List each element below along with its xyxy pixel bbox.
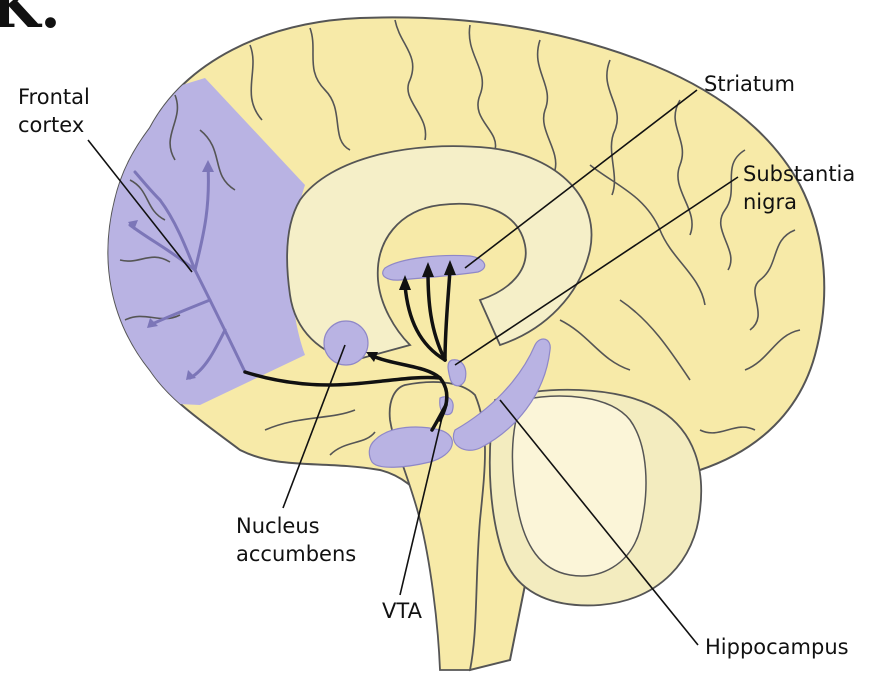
label-frontal-cortex: Frontal cortex — [18, 83, 90, 139]
nucleus-accumbens-region — [324, 321, 368, 365]
label-nucleus-accumbens-line2: accumbens — [236, 540, 356, 568]
label-substantia-nigra: Substantia nigra — [743, 160, 855, 216]
label-striatum: Striatum — [704, 70, 795, 98]
label-substantia-nigra-line2: nigra — [743, 188, 855, 216]
label-frontal-cortex-line1: Frontal — [18, 83, 90, 111]
label-nucleus-accumbens: Nucleus accumbens — [236, 512, 356, 568]
label-nucleus-accumbens-line1: Nucleus — [236, 512, 356, 540]
cerebellum-core — [512, 396, 646, 576]
label-frontal-cortex-line2: cortex — [18, 111, 90, 139]
label-vta: VTA — [382, 597, 422, 625]
label-substantia-nigra-line1: Substantia — [743, 160, 855, 188]
label-hippocampus: Hippocampus — [705, 633, 849, 661]
